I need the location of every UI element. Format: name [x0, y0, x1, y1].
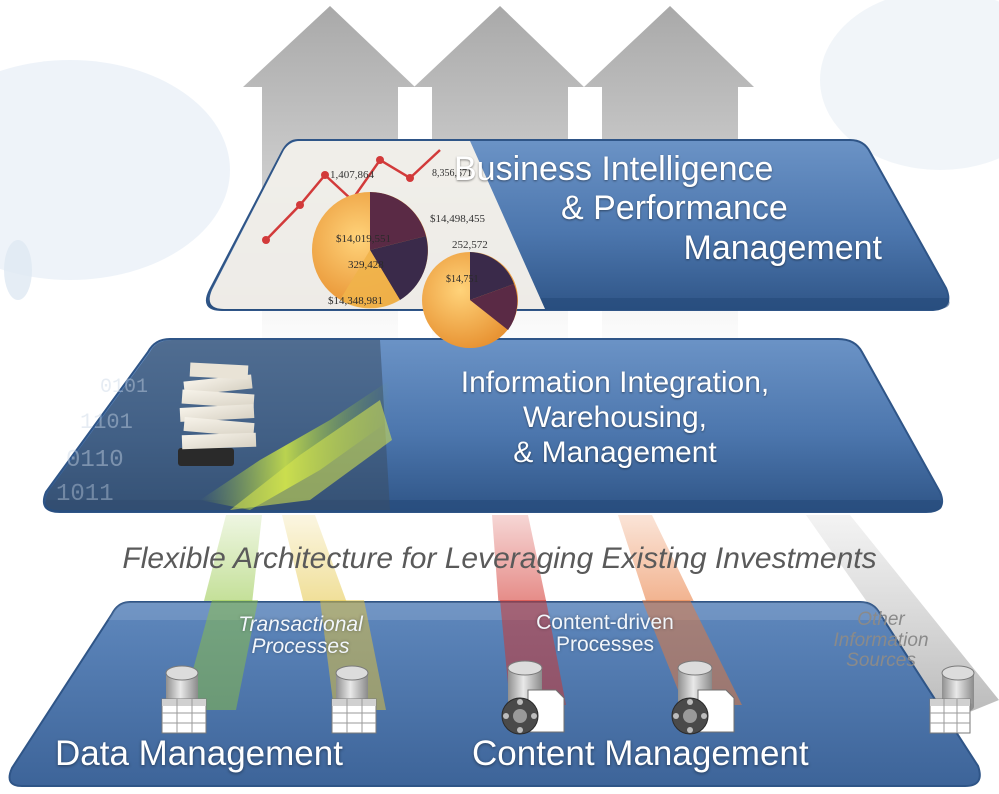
- bi-layer-label: Business Intelligence & Performance Mana…: [440, 150, 910, 268]
- process-beams-front: [182, 600, 742, 710]
- integration-label-line: Information Integration,: [460, 366, 770, 399]
- content-driven-label-line: Processes: [555, 633, 655, 657]
- database-document-icon: [671, 660, 735, 735]
- other-sources-label-line: Information: [833, 629, 929, 651]
- svg-text:1011: 1011: [56, 481, 114, 508]
- bi-label-line: & Performance: [561, 189, 788, 228]
- integration-layer: 0101 1101 0110 1011: [42, 338, 944, 513]
- bi-figure: 8,356,571: [432, 168, 472, 179]
- bi-label-line: Business Intelligence: [454, 150, 774, 188]
- pie-chart-icon: [422, 252, 518, 348]
- transactional-label-line: Processes: [251, 635, 350, 659]
- bi-figure: 252,572: [452, 239, 488, 251]
- bi-figure: $14,498,455: [430, 213, 486, 225]
- bi-figure: $14,019,551: [336, 233, 391, 245]
- database-table-icon: [929, 665, 975, 734]
- database-table-icon: [331, 665, 377, 734]
- integration-layer-label: Information Integration, Warehousing, & …: [400, 366, 830, 470]
- data-management-label: Data Management: [55, 734, 343, 773]
- other-information-sources-label: Other Information Sources: [806, 609, 956, 672]
- svg-text:1101: 1101: [80, 410, 133, 435]
- transactional-processes-label: Transactional Processes: [218, 613, 383, 659]
- svg-text:0101: 0101: [100, 376, 148, 399]
- document-stack-icon: [178, 362, 257, 466]
- bi-figure: $14,348,981: [328, 295, 383, 307]
- content-driven-processes-label: Content-driven Processes: [510, 611, 700, 657]
- architecture-tagline: Flexible Architecture for Leveraging Exi…: [122, 542, 877, 575]
- content-driven-label-line: Content-driven: [536, 611, 674, 634]
- bi-figure: 329,428: [348, 259, 384, 271]
- database-document-icon: [501, 660, 565, 735]
- other-sources-label-line: Sources: [846, 650, 916, 672]
- transactional-label-line: Transactional: [238, 613, 363, 636]
- pie-chart-icon: [312, 192, 428, 309]
- svg-text:0110: 0110: [66, 447, 124, 474]
- content-management-label: Content Management: [472, 734, 809, 773]
- integration-label-line: & Management: [513, 435, 717, 469]
- bi-figure: 1,407,864: [330, 169, 375, 181]
- database-table-icon: [161, 665, 207, 734]
- financial-report-image: 1,407,864 8,356,571 $14,498,455 252,572 …: [209, 141, 545, 348]
- integration-label-line: Warehousing,: [523, 400, 707, 434]
- bi-layer: 1,407,864 8,356,571 $14,498,455 252,572 …: [206, 139, 950, 348]
- bi-label-line: Management: [683, 228, 882, 267]
- other-sources-label-line: Other: [857, 609, 905, 630]
- bi-figure: $14,751: [446, 274, 479, 285]
